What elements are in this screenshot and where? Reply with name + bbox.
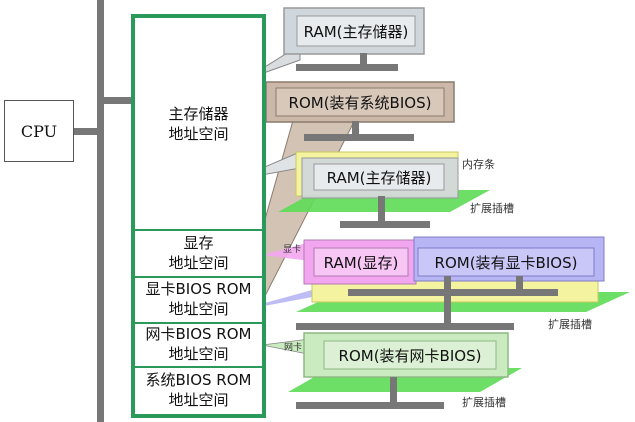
slot-annotation-1: 扩展插槽 [470,201,514,215]
segment-nic-bios: 网卡BIOS ROM 地址空间 [135,322,262,368]
segment-system-bios-label: 系统BIOS ROM 地址空间 [145,371,252,409]
cpu-label: CPU [20,121,58,141]
video-ram-label: RAM(显存) [324,254,399,272]
bus-branch [104,97,132,104]
video-card-connector [444,296,451,326]
nic-rom-label: ROM(装有网卡BIOS) [339,347,482,365]
video-rom-label: ROM(装有显卡BIOS) [435,254,578,272]
system-bus [97,0,104,422]
video-card-annotation: 显卡 [283,243,301,255]
segment-main-memory: 主存储器 地址空间 [135,18,262,231]
segment-video-memory: 显存 地址空间 [135,229,262,278]
slot-annotation-3: 扩展插槽 [462,395,506,409]
segment-video-memory-label: 显存 地址空间 [168,233,229,272]
ram-main-top-connector [360,53,367,67]
nic-connector [390,377,397,405]
memory-stick-annotation: 内存条 [462,157,495,171]
ram-stick-connector [378,196,385,224]
segment-main-memory-label: 主存储器 地址空间 [168,104,229,143]
slot-annotation-2: 扩展插槽 [548,317,592,331]
segment-video-bios: 显卡BIOS ROM 地址空间 [135,276,262,324]
segment-nic-bios-label: 网卡BIOS ROM 地址空间 [145,325,252,363]
ram-main-top-label: RAM(主存储器) [304,23,409,41]
rom-system-connector [352,121,359,137]
address-space-panel: 主存储器 地址空间 显存 地址空间 显卡BIOS ROM 地址空间 网卡BIOS… [131,14,266,418]
rom-system-label: ROM(装有系统BIOS) [289,94,432,112]
ram-main-stick-label: RAM(主存储器) [327,169,432,187]
cpu-bus-link [74,128,98,135]
nic-rom-chip [323,340,497,370]
segment-video-bios-label: 显卡BIOS ROM 地址空间 [145,280,252,318]
segment-system-bios: 系统BIOS ROM 地址空间 [135,366,262,414]
cpu-box: CPU [4,100,74,162]
network-card-annotation: 网卡 [284,341,302,353]
